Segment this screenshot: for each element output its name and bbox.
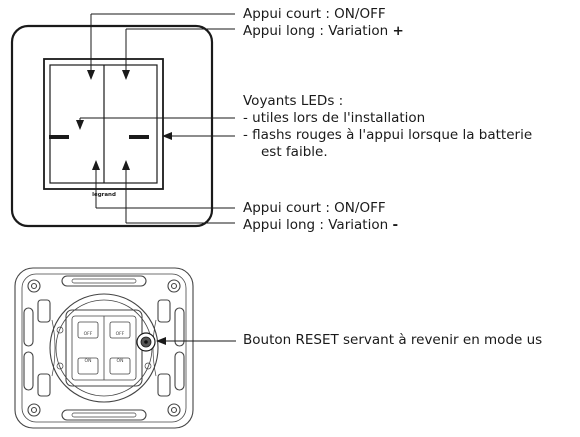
mech-on-label-left: ON xyxy=(85,358,92,364)
top-long-press-line: Appui long : Variation + xyxy=(243,23,404,40)
led-item-2-line-2: est faible. xyxy=(261,144,328,160)
mech-off-label-right: OFF xyxy=(116,331,125,337)
bottom-long-press-text: Appui long : Variation xyxy=(243,217,393,233)
led-item-2-line-1: - flashs rouges à l'appui lorsque la bat… xyxy=(243,127,533,143)
led-left xyxy=(49,135,69,139)
bottom-short-press-text: Appui court : ON/OFF xyxy=(243,200,386,216)
reset-callout-label: Bouton RESET servant à revenir en mode u… xyxy=(243,332,542,349)
switch-inner-frame xyxy=(43,58,164,190)
switch-mechanism-back xyxy=(14,267,194,429)
top-short-press-text: Appui court : ON/OFF xyxy=(243,6,386,22)
minus-symbol: - xyxy=(392,217,399,233)
led-right xyxy=(129,135,149,139)
wall-switch-front: legrand xyxy=(10,24,214,228)
plus-symbol: + xyxy=(392,23,404,39)
brand-logo: legrand xyxy=(92,192,116,198)
led-callout-leader xyxy=(76,117,235,140)
led-title: Voyants LEDs : xyxy=(243,93,344,109)
top-long-press-text: Appui long : Variation xyxy=(243,23,393,39)
reset-text: Bouton RESET servant à revenir en mode u… xyxy=(243,332,543,348)
switch-outer-plate xyxy=(10,24,214,228)
led-callout-label: Voyants LEDs : - utiles lors de l'instal… xyxy=(243,93,532,161)
bottom-callout-label: Appui court : ON/OFF Appui long : Variat… xyxy=(243,200,398,234)
mech-on-label-right: ON xyxy=(117,358,124,364)
bottom-callout-leader xyxy=(92,160,235,224)
top-callout-leader xyxy=(87,13,235,80)
bottom-long-press-line: Appui long : Variation - xyxy=(243,217,398,234)
reset-button-graphic xyxy=(136,332,156,352)
top-callout-label: Appui court : ON/OFF Appui long : Variat… xyxy=(243,6,404,40)
mech-off-label-left: OFF xyxy=(84,331,93,337)
led-item-1: - utiles lors de l'installation xyxy=(243,110,426,126)
